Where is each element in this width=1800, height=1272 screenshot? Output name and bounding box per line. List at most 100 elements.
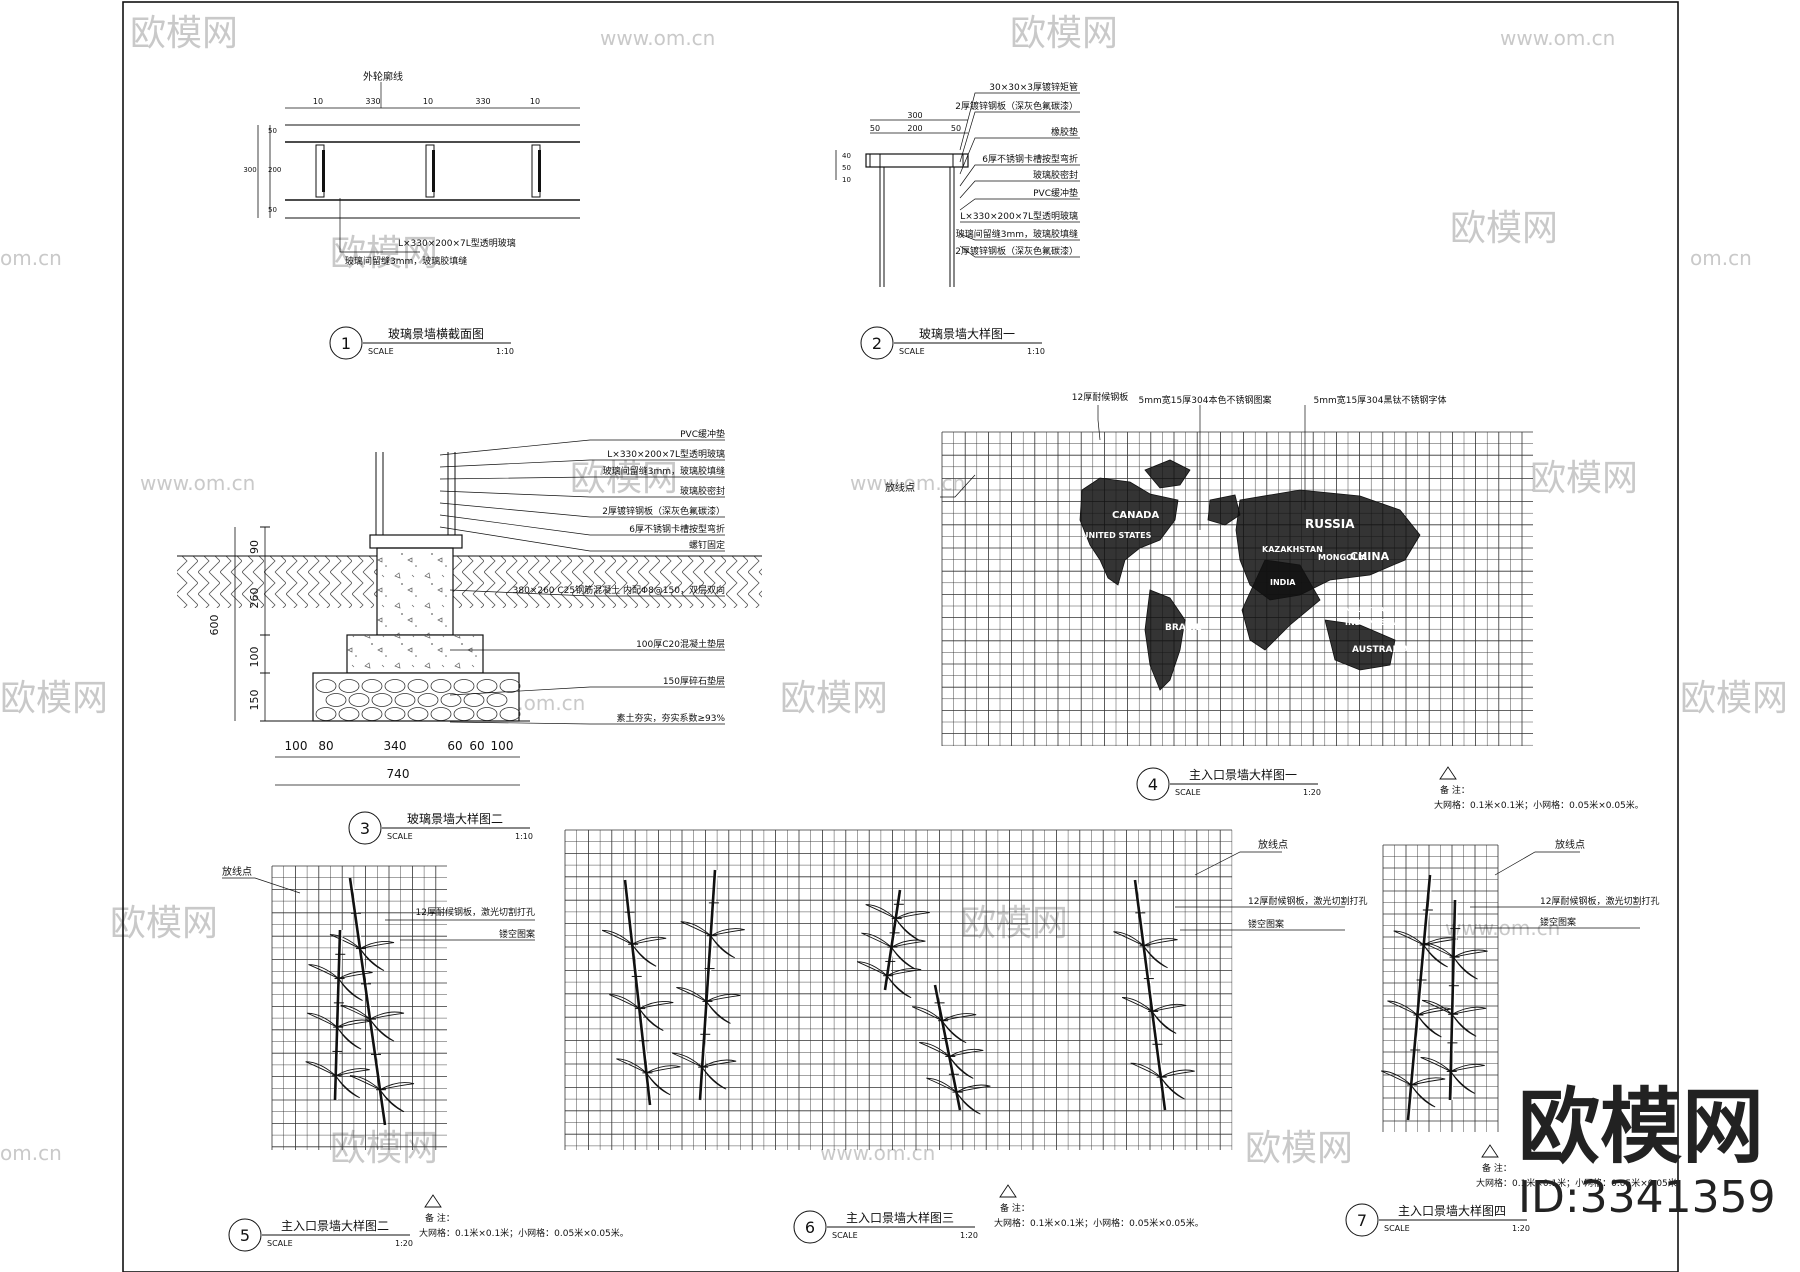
d3-note: 螺钉固定	[689, 539, 725, 551]
bamboo-stalk	[883, 889, 902, 991]
scale-word: SCALE	[1175, 788, 1201, 797]
detail-number: 5	[240, 1226, 250, 1245]
map-word: MONGOLIA	[1318, 553, 1368, 562]
d2-dim-2: 200	[907, 124, 922, 133]
d3-note: 100厚C20混凝土垫层	[636, 638, 725, 650]
d3-note: L×330×200×7L型透明玻璃	[607, 448, 725, 460]
bamboo-stalk-inner	[1409, 874, 1433, 1121]
d7-setout-label: 放线点	[1555, 838, 1585, 851]
d2-note: 2厚镀锌钢板（深灰色氟碳漆）	[955, 245, 1078, 257]
watermark-url-short: om.cn	[1690, 246, 1752, 270]
map-landmass	[1144, 589, 1186, 691]
bamboo-leaf	[856, 961, 922, 999]
bamboo-leaf	[1420, 1056, 1485, 1094]
d4-leader	[940, 474, 976, 498]
detail-number-circle	[860, 326, 894, 360]
detail-number: 6	[805, 1218, 815, 1237]
d1-dim-top-3: 10	[423, 97, 433, 106]
bamboo-stalk	[348, 877, 387, 1126]
bamboo-stalk-inner	[336, 929, 343, 1101]
gravel-stone	[348, 693, 370, 707]
map-word: UNITED STATES	[1082, 531, 1152, 540]
d3-dim-h-2: 80	[318, 739, 333, 753]
gravel-stone	[394, 693, 416, 707]
detail-1-cross-section: 外轮廓线 10 330 10 330 10 50 200 50 300 L×33…	[243, 70, 580, 267]
map-landmass	[1241, 559, 1321, 651]
map-word: RUSSIA	[1305, 517, 1355, 531]
d7-note: 12厚耐候钢板，激光切割打孔	[1540, 895, 1659, 907]
bamboo-leaf	[601, 929, 667, 967]
detail-number: 1	[341, 334, 351, 353]
gravel-stone	[325, 693, 347, 707]
detail-scale: 1:20	[395, 1239, 413, 1248]
d1-label-top: 外轮廓线	[363, 70, 403, 83]
bamboo-leaf	[1121, 996, 1187, 1034]
d7-note: 镂空图案	[1540, 916, 1576, 928]
d2-side-1: 40	[842, 152, 851, 160]
bamboo-leaf	[1113, 931, 1178, 969]
d2-leader	[959, 180, 1080, 199]
d3-note: 150厚碎石垫层	[663, 675, 725, 687]
scale-word: SCALE	[832, 1231, 858, 1240]
d1-dim-side-1: 50	[268, 127, 277, 135]
bamboo-stalk	[623, 879, 652, 1106]
watermark-url: www.om.cn	[850, 471, 965, 495]
bamboo-stalk	[333, 929, 342, 1101]
d1-note-2: 玻璃间留缝3mm，玻璃胶填缝	[345, 255, 467, 267]
d1-dim-top-4: 330	[475, 97, 490, 106]
d3-dim-v-4: 150	[248, 690, 261, 711]
d3-leader	[449, 721, 725, 725]
bamboo-stalk-inner	[701, 869, 718, 1101]
bamboo-pattern-6	[601, 869, 1195, 1115]
d3-note: 2厚镀锌钢板（深灰色氟碳漆）	[602, 505, 725, 517]
d7-remark-title: 备 注：	[1482, 1162, 1512, 1174]
d6-leader	[1194, 851, 1282, 876]
bamboo-stalk	[1406, 874, 1432, 1121]
detail-scale: 1:20	[1512, 1224, 1530, 1233]
d3-note: 380×260 C25钢筋混凝土 内配Φ8@150，双层双向	[513, 584, 725, 596]
map-word: AUSTRALIA	[1352, 645, 1409, 655]
d5-note: 镂空图案	[499, 928, 535, 940]
watermark-brand: 欧模网	[1450, 208, 1558, 249]
d3-dim-h-1: 100	[285, 739, 308, 753]
detail-scale: 1:10	[496, 347, 514, 356]
gravel-stone	[371, 693, 393, 707]
d2-side-2: 50	[842, 164, 851, 172]
d4-note: 5mm宽15厚304本色不锈钢图案	[1139, 394, 1272, 406]
bamboo-leaf	[680, 921, 745, 959]
d3-leader	[439, 502, 725, 518]
d3-dim-v-3: 100	[248, 647, 261, 668]
d2-dim-1: 300	[907, 111, 922, 120]
id-mark: ID:3341359	[1518, 1172, 1776, 1223]
bamboo-pattern-7	[1380, 874, 1488, 1121]
watermark-url-short: om.cn	[0, 246, 62, 270]
d2-note: 玻璃间留缝3mm，玻璃胶填缝	[956, 228, 1078, 240]
map-word: CANADA	[1112, 510, 1159, 521]
map-word: CHINA	[1350, 550, 1390, 563]
detail-title: 玻璃景墙大样图一	[919, 326, 1015, 341]
bamboo-leaf	[349, 1075, 415, 1113]
d3-dim-v-total: 600	[208, 615, 221, 636]
d3-leader	[439, 490, 725, 498]
detail-scale: 1:10	[1027, 347, 1045, 356]
gravel-stone	[407, 679, 429, 693]
d1-dim-total: 300	[243, 166, 256, 174]
d4-note: 5mm宽15厚304黑钛不锈钢字体	[1314, 394, 1447, 406]
d3-leader	[439, 514, 725, 536]
detail-number: 2	[872, 334, 882, 353]
d3-dim-h-5: 60	[469, 739, 484, 753]
d3-leader	[439, 459, 725, 468]
bamboo-leaf	[308, 964, 373, 1001]
bamboo-leaf	[1423, 942, 1488, 980]
d3-note: 6厚不锈钢卡槽按型弯折	[629, 523, 725, 535]
detail-number: 3	[360, 819, 370, 838]
d2-leader	[959, 198, 1080, 211]
d2-note: 30×30×3厚镀锌矩管	[989, 81, 1078, 93]
